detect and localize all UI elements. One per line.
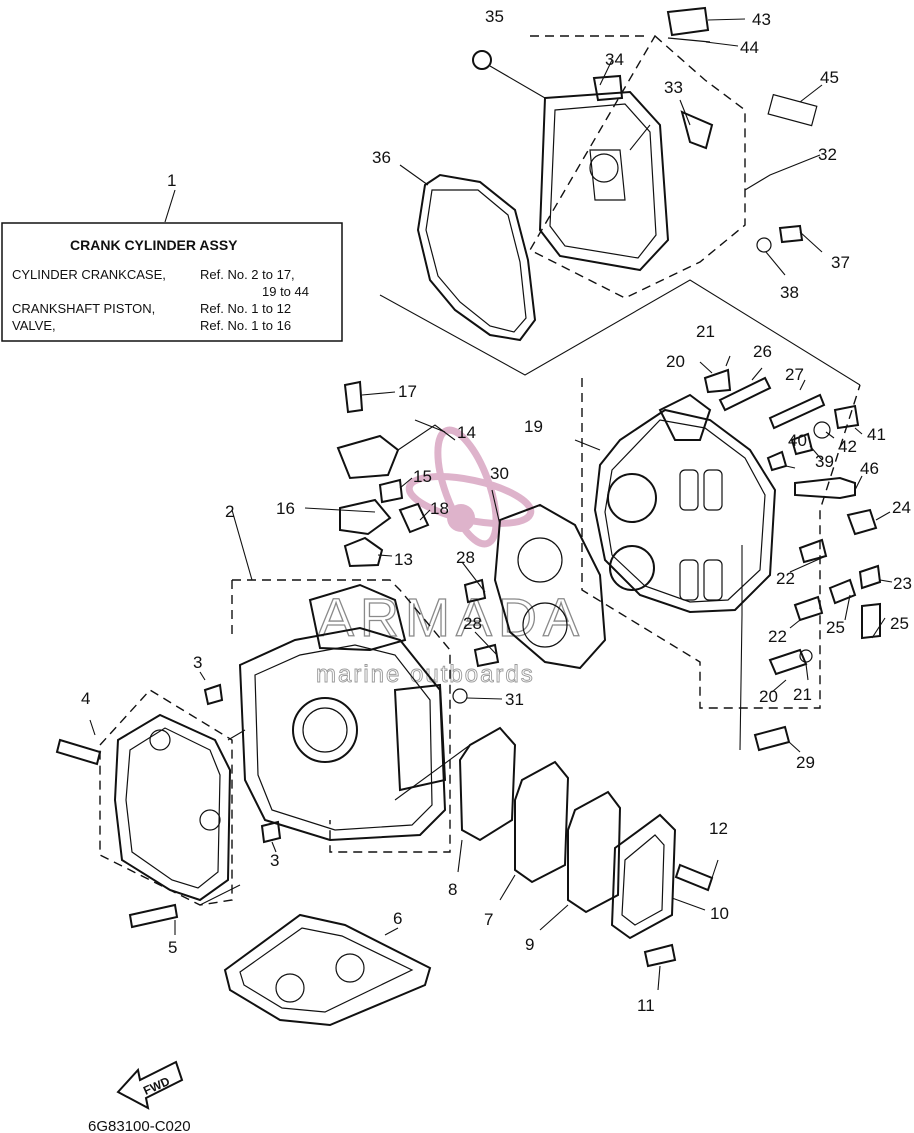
callout-39: 39 xyxy=(815,452,834,471)
callout-43: 43 xyxy=(752,10,771,29)
callout-8: 8 xyxy=(448,880,457,899)
callout-3: 3 xyxy=(193,653,202,672)
callout-13: 13 xyxy=(394,550,413,569)
callout-20: 20 xyxy=(759,687,778,706)
callout-17: 17 xyxy=(398,382,417,401)
exhaust-cover-group xyxy=(394,726,719,991)
callout-7: 7 xyxy=(484,910,493,929)
callout-44: 44 xyxy=(740,38,759,57)
watermark-tagline: marine outboards xyxy=(316,661,535,688)
callout-40: 40 xyxy=(788,431,807,450)
callout-16: 16 xyxy=(276,499,295,518)
callout-11: 11 xyxy=(637,996,655,1015)
fwd-arrow-icon: FWD xyxy=(116,1060,184,1110)
callout-35: 35 xyxy=(485,7,504,26)
callout-12: 12 xyxy=(709,819,728,838)
callout-24: 24 xyxy=(892,498,911,517)
watermark-brand: ARMADA xyxy=(318,588,585,648)
callout-27: 27 xyxy=(785,365,804,384)
crankcase-group xyxy=(55,689,246,935)
base-gasket xyxy=(223,913,432,1027)
callout-4: 4 xyxy=(81,689,90,708)
callout-15: 15 xyxy=(413,467,432,486)
callout-31: 31 xyxy=(505,690,524,709)
callout-41: 41 xyxy=(867,425,886,444)
notice-row-1-right: Ref. No. 2 to 17, xyxy=(200,267,295,282)
callout-42: 42 xyxy=(838,437,857,456)
head-cover-gasket xyxy=(379,164,861,386)
callout-5: 5 xyxy=(168,938,177,957)
callout-3: 3 xyxy=(270,851,279,870)
callout-6: 6 xyxy=(393,909,402,928)
head-gasket-thermostat xyxy=(304,380,607,704)
callout-1: 1 xyxy=(167,171,176,190)
callout-22: 22 xyxy=(768,627,787,646)
callout-46: 46 xyxy=(860,459,879,478)
assembly-notice-box: 1 CRANK CYLINDER ASSY CYLINDER CRANKCASE… xyxy=(1,171,343,342)
callout-9: 9 xyxy=(525,935,534,954)
callout-19: 19 xyxy=(524,417,543,436)
callout-30: 30 xyxy=(490,464,509,483)
callout-14: 14 xyxy=(457,423,476,442)
callout-21: 21 xyxy=(696,322,715,341)
callout-numbers: 2 3 3 4 5 6 7 8 9 10 11 12 13 14 15 16 1… xyxy=(81,7,912,1015)
callout-20: 20 xyxy=(666,352,685,371)
notice-row-1-left: CYLINDER CRANKCASE, xyxy=(12,267,166,282)
callout-37: 37 xyxy=(831,253,850,272)
callout-22: 22 xyxy=(776,569,795,588)
callout-28: 28 xyxy=(456,548,475,567)
callout-29: 29 xyxy=(796,753,815,772)
callout-23: 23 xyxy=(893,574,912,593)
notice-row-4-left: VALVE, xyxy=(12,318,56,333)
cylinder-head-group xyxy=(574,355,893,753)
callout-2: 2 xyxy=(225,502,234,521)
notice-row-3-left: CRANKSHAFT PISTON, xyxy=(12,301,155,316)
callout-28: 28 xyxy=(463,614,482,633)
watermark: ARMADA marine outboards xyxy=(316,426,585,688)
callout-34: 34 xyxy=(605,50,624,69)
callout-33: 33 xyxy=(664,78,683,97)
notice-row-3-right: Ref. No. 1 to 12 xyxy=(200,301,291,316)
callout-38: 38 xyxy=(780,283,799,302)
callout-26: 26 xyxy=(753,342,772,361)
cylinder-block-group xyxy=(199,509,451,853)
callout-25: 25 xyxy=(826,618,845,637)
callout-25: 25 xyxy=(890,614,909,633)
figure-id: 6G83100-C020 xyxy=(88,1118,191,1133)
callout-36: 36 xyxy=(372,148,391,167)
notice-row-2-right: 19 to 44 xyxy=(262,284,309,299)
head-cover-group xyxy=(472,6,823,299)
callout-45: 45 xyxy=(820,68,839,87)
callout-10: 10 xyxy=(710,904,729,923)
notice-box-title: CRANK CYLINDER ASSY xyxy=(70,237,238,253)
notice-row-4-right: Ref. No. 1 to 16 xyxy=(200,318,291,333)
callout-32: 32 xyxy=(818,145,837,164)
callout-18: 18 xyxy=(430,499,449,518)
watermark-logo-icon xyxy=(405,426,535,548)
callout-21: 21 xyxy=(793,685,812,704)
